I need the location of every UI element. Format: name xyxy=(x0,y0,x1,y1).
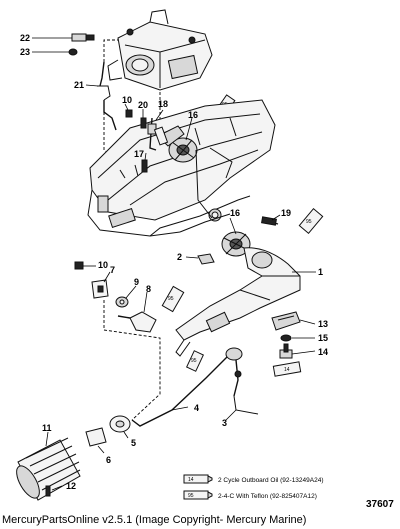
callout-19: 19 xyxy=(281,208,291,218)
grip-end-5 xyxy=(109,415,131,433)
callout-11: 11 xyxy=(42,423,52,433)
screw-20 xyxy=(140,117,147,129)
callout-10-upper: 10 xyxy=(122,95,132,105)
grease-tube-95-right: 95 xyxy=(298,208,324,234)
cable-3 xyxy=(233,395,259,415)
callout-7: 7 xyxy=(110,265,115,275)
grip-11 xyxy=(16,437,81,501)
callout-12: 12 xyxy=(66,481,76,491)
callout-4: 4 xyxy=(194,403,199,413)
screw-14 xyxy=(279,343,293,359)
callout-8: 8 xyxy=(146,284,151,294)
nut-10-upper xyxy=(125,109,133,118)
callout-14: 14 xyxy=(318,347,328,357)
nut-10-lower xyxy=(74,261,84,270)
washer-15 xyxy=(280,334,292,342)
callout-22: 22 xyxy=(20,33,30,43)
callout-20: 20 xyxy=(138,100,148,110)
callout-9: 9 xyxy=(134,277,139,287)
callout-15: 15 xyxy=(318,333,328,343)
figure-number: 37607 xyxy=(366,499,394,510)
legend-tag-oil: 14 xyxy=(188,477,194,483)
block-7 xyxy=(91,279,109,299)
legend-row-grease: 95 2-4-C With Teflon (92-825407A12) xyxy=(183,490,317,500)
fuel-line-21 xyxy=(97,61,117,131)
sleeve-6 xyxy=(85,427,107,447)
grease-tube-95-lower: 95 xyxy=(186,350,204,372)
callout-labels: 22 23 21 10 20 18 16 17 16 19 2 1 10 7 9… xyxy=(20,33,328,491)
callout-18: 18 xyxy=(158,99,168,109)
legend-text-oil: 2 Cycle Outboard Oil (92-13249A24) xyxy=(218,477,324,484)
clip-2 xyxy=(197,253,215,265)
callout-23: 23 xyxy=(20,47,30,57)
screw-19 xyxy=(261,216,279,226)
tiller-handle-1 xyxy=(175,247,301,357)
gear-16-lower xyxy=(221,231,251,257)
tube-tag: 95 xyxy=(191,358,197,364)
callout-6: 6 xyxy=(106,455,111,465)
callout-10-lower: 10 xyxy=(98,260,108,270)
callout-16-upper: 16 xyxy=(188,110,198,120)
grease-tube-95-upper xyxy=(153,126,169,146)
tube-tag: 14 xyxy=(284,367,290,373)
throttle-cable-4 xyxy=(131,347,243,427)
screw-22 xyxy=(71,33,95,42)
washer-23 xyxy=(68,48,78,56)
lubricant-legend: 14 2 Cycle Outboard Oil (92-13249A24) 95… xyxy=(183,474,324,500)
legend-row-oil: 14 2 Cycle Outboard Oil (92-13249A24) xyxy=(183,474,324,484)
callout-3: 3 xyxy=(222,418,227,428)
tube-tag: 95 xyxy=(306,219,312,225)
grease-tube-14: 14 xyxy=(272,361,302,377)
bottom-cowl xyxy=(87,99,276,237)
tube-tag: 95 xyxy=(168,296,174,302)
callout-1: 1 xyxy=(318,267,323,277)
washer-9 xyxy=(115,296,129,308)
callout-13: 13 xyxy=(318,319,328,329)
bracket-13 xyxy=(271,311,301,331)
callout-21: 21 xyxy=(74,80,84,90)
screw-12 xyxy=(45,485,51,497)
copyright-footer: MercuryPartsOnline v2.5.1 (Image Copyrig… xyxy=(2,514,307,526)
legend-tag-grease: 95 xyxy=(188,493,194,499)
gear-16-upper xyxy=(168,137,198,163)
callout-17: 17 xyxy=(134,149,144,159)
pin-17 xyxy=(141,159,148,173)
callout-5: 5 xyxy=(131,438,136,448)
legend-text-grease: 2-4-C With Teflon (92-825407A12) xyxy=(218,493,317,500)
carburetor-assembly xyxy=(107,9,213,91)
callout-2: 2 xyxy=(177,252,182,262)
grease-tube-95-left: 95 xyxy=(161,285,185,313)
callout-16-lower: 16 xyxy=(230,208,240,218)
knob-8 xyxy=(117,311,157,333)
